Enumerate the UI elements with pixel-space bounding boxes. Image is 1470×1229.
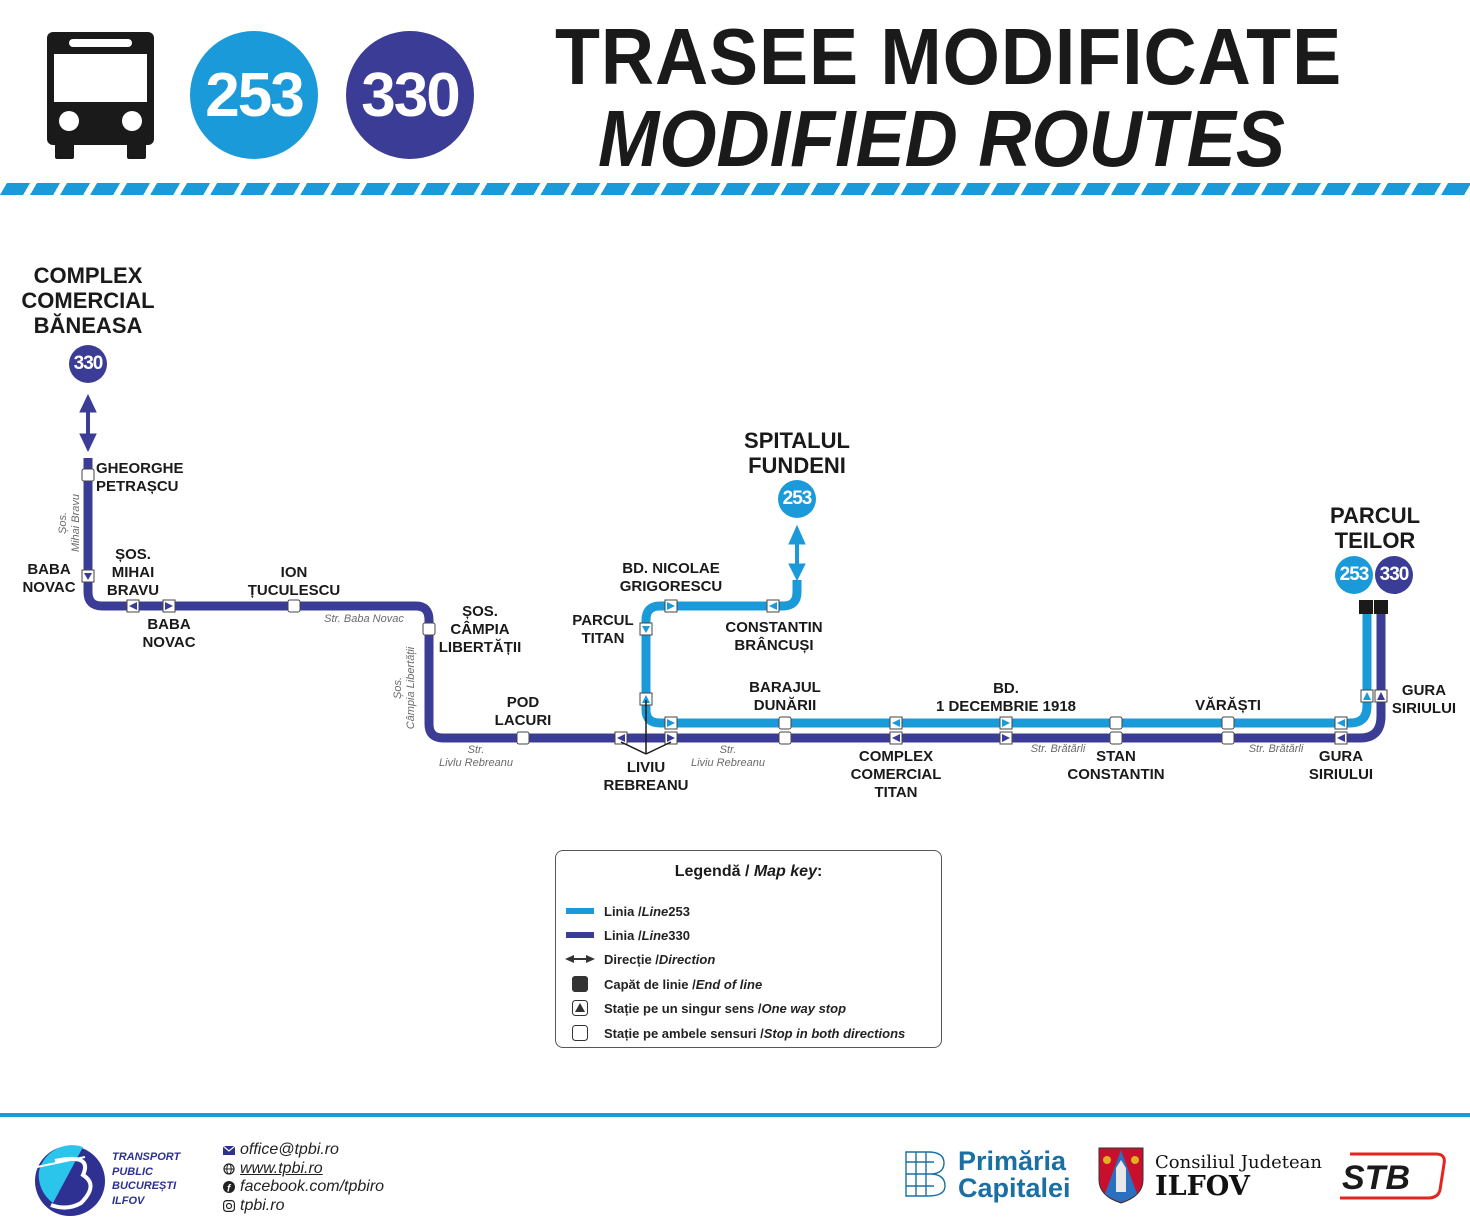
stop-liviu-rebreanu: LIVIU REBREANU	[603, 759, 689, 794]
tpbi-logo-icon	[33, 1143, 108, 1223]
street-liviu-rebreanu-east: Str. Liviu Rebreanu	[691, 744, 765, 769]
stop-bd-1-decembrie: BD. 1 DECEMBRIE 1918	[935, 680, 1077, 715]
mail-icon	[222, 1143, 236, 1157]
stop-barajul-dunarii: BARAJUL DUNĂRII	[749, 679, 821, 714]
stop-parcul-titan: PARCUL TITAN	[572, 612, 634, 647]
legend-item-line-330: Linia / Line 330	[556, 925, 690, 945]
terminal-badge-253-teilor: 253	[1335, 556, 1373, 594]
stop-sos-mihai-bravu: ȘOS. MIHAI BRAVU	[106, 546, 160, 599]
cj-ilfov-line1: Consiliul Judetean	[1155, 1152, 1322, 1173]
stop-pod-lacuri: POD LACURI	[494, 694, 552, 729]
stop-baba-novac-south: BABA NOVAC	[142, 616, 196, 651]
one-way-stop-icon	[556, 1000, 604, 1016]
direction-arrow-253	[788, 524, 806, 582]
street-baba-novac: Str. Baba Novac	[324, 613, 404, 625]
end-of-line-icon	[556, 976, 604, 992]
legend-item-line-253: Linia / Line 253	[556, 901, 690, 921]
terminal-fundeni: SPITALUL FUNDENI	[744, 428, 850, 478]
end-of-line-330	[1374, 600, 1388, 614]
stop-gura-siriului-bottom: GURA SIRIULUI	[1308, 748, 1374, 783]
stop-campia-libertatii: ȘOS. CÂMPIA LIBERTĂȚII	[438, 603, 522, 656]
legend-item-direction: Direcție / Direction	[556, 949, 715, 969]
contact-instagram[interactable]: tpbi.ro	[222, 1197, 384, 1216]
header-divider-stripe	[0, 183, 1470, 195]
facebook-icon: f	[222, 1180, 236, 1194]
both-ways-stop-icon	[556, 1025, 604, 1041]
globe-icon	[222, 1162, 236, 1176]
stop-constantin-brancusi: CONSTANTIN BRÂNCUȘI	[725, 619, 823, 654]
terminal-badge-253: 253	[778, 480, 816, 518]
cj-ilfov-line2: ILFOV	[1155, 1171, 1250, 1202]
ilfov-coat-of-arms-icon	[1097, 1146, 1145, 1209]
legend-item-end-of-line: Capăt de linie / End of line	[556, 974, 762, 994]
stop-nicolae-grigorescu: BD. NICOLAE GRIGORESCU	[619, 560, 723, 595]
line-330-path	[83, 458, 1386, 743]
page-title-ro: TRASEE MODIFICATE	[555, 12, 1343, 101]
street-liviu-rebreanu-west: Str. Livlu Rebreanu	[439, 744, 513, 769]
contact-email[interactable]: office@tpbi.ro	[222, 1141, 384, 1160]
terminal-badge-330: 330	[69, 345, 107, 383]
stop-gura-siriului-right: GURA SIRIULUI	[1391, 682, 1457, 717]
line-badge-330: 330	[346, 31, 474, 159]
footer-divider	[0, 1113, 1470, 1117]
direction-arrows-icon	[556, 954, 604, 964]
legend-item-both-ways-stop: Stație pe ambele sensuri / Stop in both …	[556, 1023, 905, 1043]
line-253-path	[641, 580, 1372, 728]
line-badge-253: 253	[190, 31, 318, 159]
stop-gheorghe-petrascu: GHEORGHE PETRAȘCU	[96, 460, 184, 495]
bus-icon	[47, 32, 154, 164]
primaria-logo-icon	[904, 1150, 946, 1203]
contact-website[interactable]: www.tpbi.ro	[222, 1160, 384, 1179]
street-campia-libertatii: Șos. Câmpia Libertății	[392, 646, 417, 730]
instagram-icon	[222, 1199, 236, 1213]
legend-title: Legendă / Map key:	[674, 863, 823, 880]
tpbi-name: TRANSPORT PUBLIC BUCUREȘTI ILFOV	[112, 1151, 181, 1207]
liviu-rebreanu-pointer	[620, 700, 672, 755]
street-bratarii-2: Str. Brătărli	[1248, 743, 1304, 755]
end-of-line-253	[1359, 600, 1373, 614]
street-bratarii-1: Str. Brătărli	[1030, 743, 1086, 755]
stop-complex-comercial-titan: COMPLEX COMERCIAL TITAN	[850, 748, 942, 801]
svg-text:f: f	[227, 1184, 232, 1194]
stop-baba-novac-north: BABA NOVAC	[22, 561, 76, 596]
terminal-badge-330-teilor: 330	[1375, 556, 1413, 594]
map-legend: Legendă / Map key: Linia / Line 253 Lini…	[555, 850, 942, 1048]
page-title-en: MODIFIED ROUTES	[598, 94, 1285, 183]
legend-item-one-way-stop: Stație pe un singur sens / One way stop	[556, 998, 846, 1018]
stop-ion-tuculescu: ION ȚUCULESCU	[247, 564, 341, 599]
stb-logo: STB	[1336, 1150, 1448, 1207]
one-way-stops-330	[81, 569, 1388, 745]
svg-text:STB: STB	[1342, 1159, 1410, 1197]
street-mihai-bravu: Șos. Mihai Bravu	[57, 493, 82, 553]
terminal-teilor: PARCUL TEILOR	[1329, 503, 1421, 553]
stop-stan-constantin: STAN CONSTANTIN	[1067, 748, 1165, 783]
direction-arrow-330	[79, 393, 97, 453]
terminal-baneasa: COMPLEX COMERCIAL BĂNEASA	[21, 263, 155, 338]
stop-varasti: VĂRĂȘTI	[1195, 697, 1261, 714]
one-way-stops-253	[639, 599, 1374, 730]
